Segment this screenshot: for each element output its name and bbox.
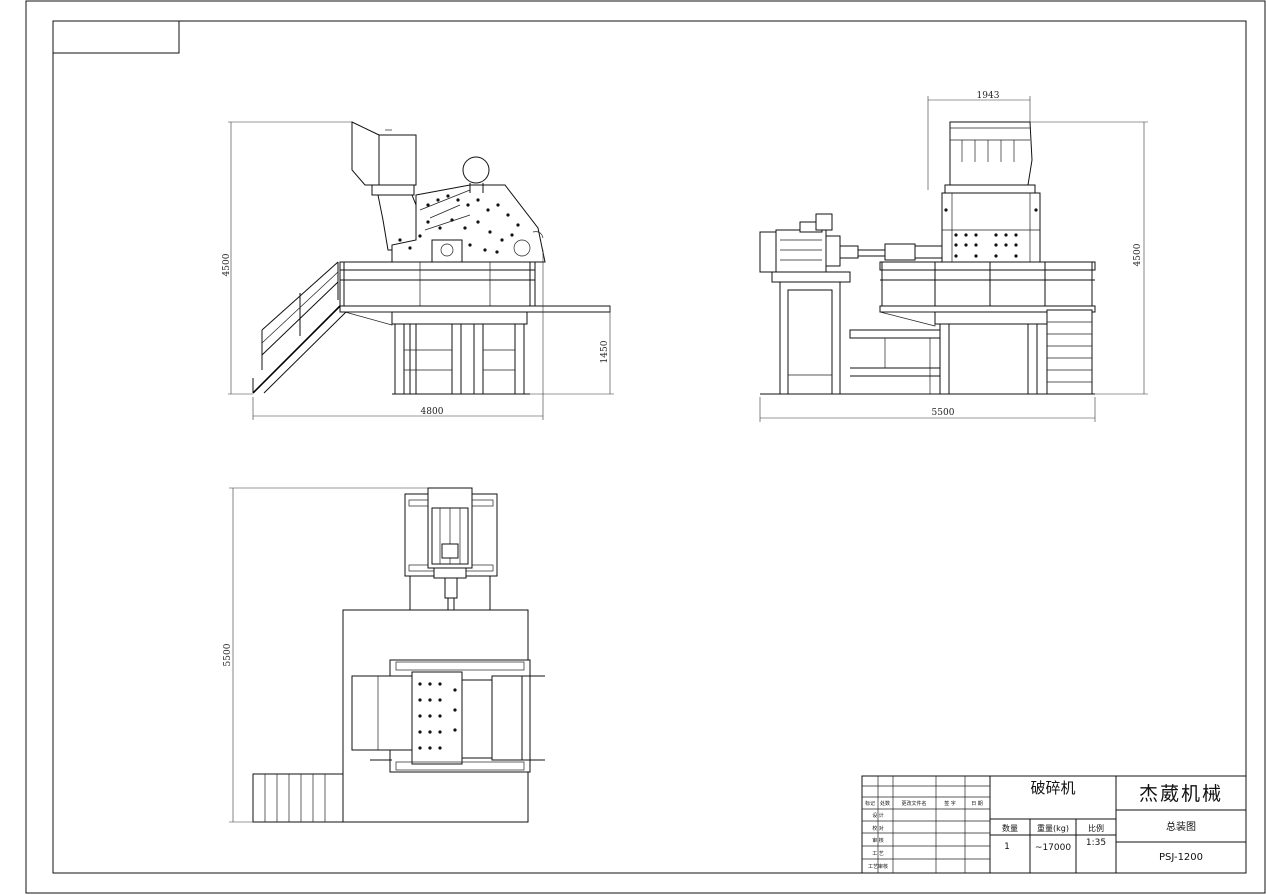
dim-front-top-width: 1943 bbox=[977, 91, 1000, 101]
dim-front-width: 5500 bbox=[932, 408, 955, 418]
dim-side-height: 4500 bbox=[222, 253, 232, 276]
qty-label: 数量 bbox=[1002, 823, 1018, 833]
sign-row-review: 审 核 bbox=[872, 837, 884, 844]
scale-label: 比例 bbox=[1088, 823, 1104, 833]
plan-view bbox=[252, 487, 545, 823]
qty-value: 1 bbox=[1004, 842, 1010, 852]
inner-border bbox=[52, 20, 1247, 874]
side-view-dimensions bbox=[228, 121, 614, 420]
title-block bbox=[861, 775, 1247, 874]
sign-row-process-review: 工艺审核 bbox=[868, 863, 888, 870]
weight-value: ~17000 bbox=[1035, 843, 1071, 853]
rev-header-count: 处数 bbox=[880, 800, 890, 807]
sign-row-process: 工 艺 bbox=[872, 851, 884, 857]
drawing-type: 总装图 bbox=[1166, 820, 1196, 833]
rev-header-mark: 标记 bbox=[865, 800, 875, 807]
sign-row-design: 设 计 bbox=[872, 812, 884, 819]
model-number: PSJ-1200 bbox=[1159, 852, 1203, 863]
rev-header-file: 更改文件名 bbox=[901, 800, 926, 807]
scale-value: 1:35 bbox=[1086, 838, 1106, 848]
outer-border bbox=[25, 0, 1266, 894]
weight-label: 重量(kg) bbox=[1037, 823, 1069, 833]
side-view bbox=[252, 121, 611, 395]
rev-header-date: 日 期 bbox=[971, 801, 983, 807]
dim-side-width: 4800 bbox=[421, 407, 444, 417]
dim-platform-height: 1450 bbox=[600, 340, 610, 363]
machine-name: 破碎机 bbox=[1030, 779, 1075, 797]
dim-front-height: 4500 bbox=[1133, 243, 1143, 266]
front-view-dimensions bbox=[759, 96, 1148, 422]
plan-view-dimensions bbox=[229, 487, 428, 823]
sign-row-check: 校 对 bbox=[872, 825, 884, 832]
company-name: 杰葳机械 bbox=[1139, 783, 1223, 805]
dim-plan-length: 5500 bbox=[223, 643, 233, 666]
corner-block bbox=[52, 20, 180, 54]
front-view bbox=[759, 121, 1096, 395]
rev-header-sign: 签 字 bbox=[944, 800, 956, 807]
